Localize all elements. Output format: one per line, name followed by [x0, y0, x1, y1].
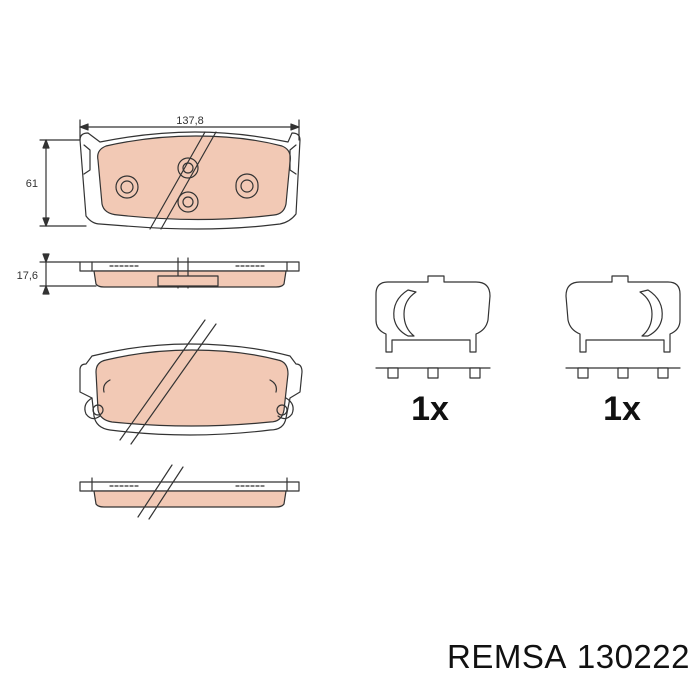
wear-slot-top: [149, 131, 206, 230]
pad-side-view-top: [79, 257, 300, 289]
dimension-height: [39, 139, 87, 227]
brand-name: REMSA: [447, 638, 567, 675]
dimension-width-label: 137,8: [176, 115, 204, 127]
mounting-hole-center-top: [177, 157, 199, 179]
part-number: 130222: [576, 638, 690, 675]
accessory-quantity-right: 1x: [603, 390, 641, 428]
dimension-height-label: 61: [26, 178, 38, 190]
accessory-quantity-left: 1x: [411, 390, 449, 428]
dimension-thickness: [39, 253, 97, 295]
wear-slot-bottom: [119, 319, 206, 441]
pad-front-view-bottom: [79, 319, 303, 445]
dimension-thickness-label: 17,6: [17, 270, 38, 282]
pad-side-view-bottom: [79, 464, 300, 520]
mounting-hole-left: [115, 175, 139, 199]
friction-material-bottom: [95, 349, 289, 427]
dimension-width: [79, 119, 300, 141]
pad-front-view-top: [79, 131, 301, 230]
accessory-clip-right: [565, 275, 681, 379]
accessory-clip-left: [375, 275, 491, 379]
mounting-hole-center-bottom: [177, 191, 199, 213]
mounting-hole-right: [235, 173, 259, 199]
